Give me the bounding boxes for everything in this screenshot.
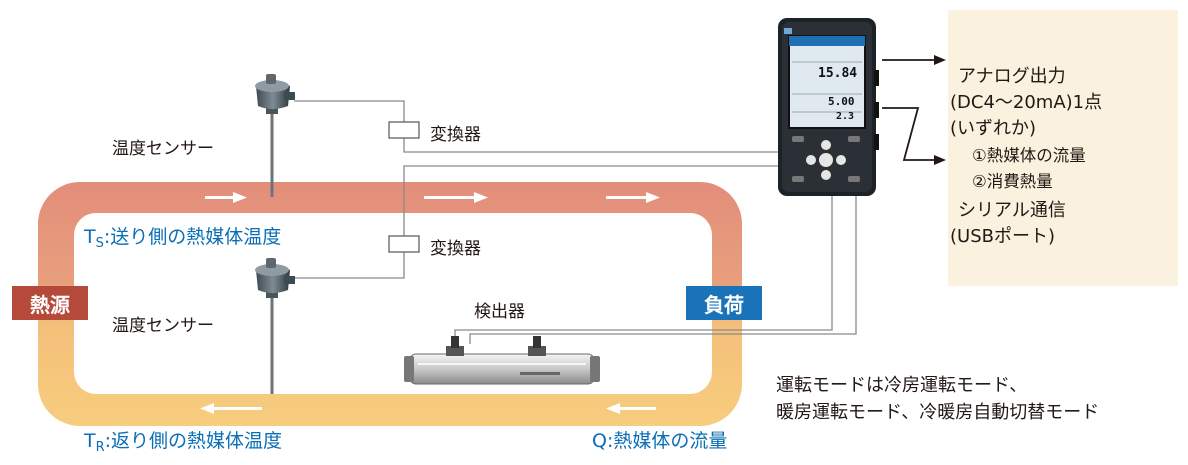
- output-panel: アナログ出力 (DC4～20mA)1点 (いずれか) ①熱媒体の流量 ②消費熱量…: [948, 10, 1178, 286]
- operation-mode-note-line2: 暖房運転モード、冷暖房自動切替モード: [776, 402, 1100, 423]
- supply-temperature-text: :送り側の熱媒体温度: [103, 226, 282, 248]
- temperature-sensor-top-icon: [255, 74, 295, 197]
- return-temperature-text: :返り側の熱媒体温度: [104, 430, 283, 452]
- flow-detector-icon: [404, 336, 600, 385]
- output-analog-title: アナログ出力: [958, 66, 1066, 87]
- return-temperature-subscript: R: [95, 440, 105, 455]
- converter-bottom-label: 変換器: [430, 239, 481, 259]
- flow-rate-label: Q:熱媒体の流量: [592, 430, 728, 452]
- pipe-loop: [38, 182, 742, 426]
- signal-wires: [294, 100, 857, 344]
- device-screen-value-2: 5.00: [828, 95, 855, 108]
- supply-temperature-subscript: S: [95, 236, 104, 251]
- converter-top-label: 変換器: [430, 125, 481, 145]
- converter-top-box: [388, 121, 420, 139]
- detector-label: 検出器: [474, 302, 525, 322]
- output-serial-title: シリアル通信: [958, 200, 1066, 221]
- return-temperature-label: TR:返り側の熱媒体温度: [84, 426, 282, 455]
- temperature-sensor-top-label: 温度センサー: [112, 139, 214, 159]
- temperature-sensor-bottom-label: 温度センサー: [112, 316, 214, 336]
- device-screen-value-1: 15.84: [818, 66, 858, 81]
- output-analog-choice: (いずれか): [950, 118, 1037, 139]
- supply-temperature-symbol: T: [84, 226, 96, 248]
- output-serial-port: (USBポート): [950, 226, 1055, 247]
- output-option-heat: ②消費熱量: [972, 172, 1053, 191]
- return-flow-arrows: [200, 403, 656, 414]
- supply-flow-arrows: [205, 192, 660, 203]
- heat-meter-device-icon: [778, 18, 879, 196]
- output-option-flow: ①熱媒体の流量: [972, 146, 1086, 165]
- device-screen-value-3: 2.3: [836, 111, 855, 122]
- supply-temperature-label: TS:送り側の熱媒体温度: [84, 222, 281, 251]
- return-temperature-symbol: T: [84, 430, 96, 452]
- load-box: 負荷: [686, 286, 762, 320]
- heat-source-box: 熱源: [12, 286, 88, 320]
- operation-mode-note-line1: 運転モードは冷房運転モード、: [776, 375, 1028, 396]
- operation-mode-note: 運転モードは冷房運転モード、 暖房運転モード、冷暖房自動切替モード: [776, 372, 1099, 426]
- temperature-sensor-bottom-icon: [255, 258, 295, 394]
- converter-bottom-box: [388, 235, 420, 253]
- output-analog-spec: (DC4～20mA)1点: [950, 92, 1103, 113]
- output-arrows: [882, 55, 946, 165]
